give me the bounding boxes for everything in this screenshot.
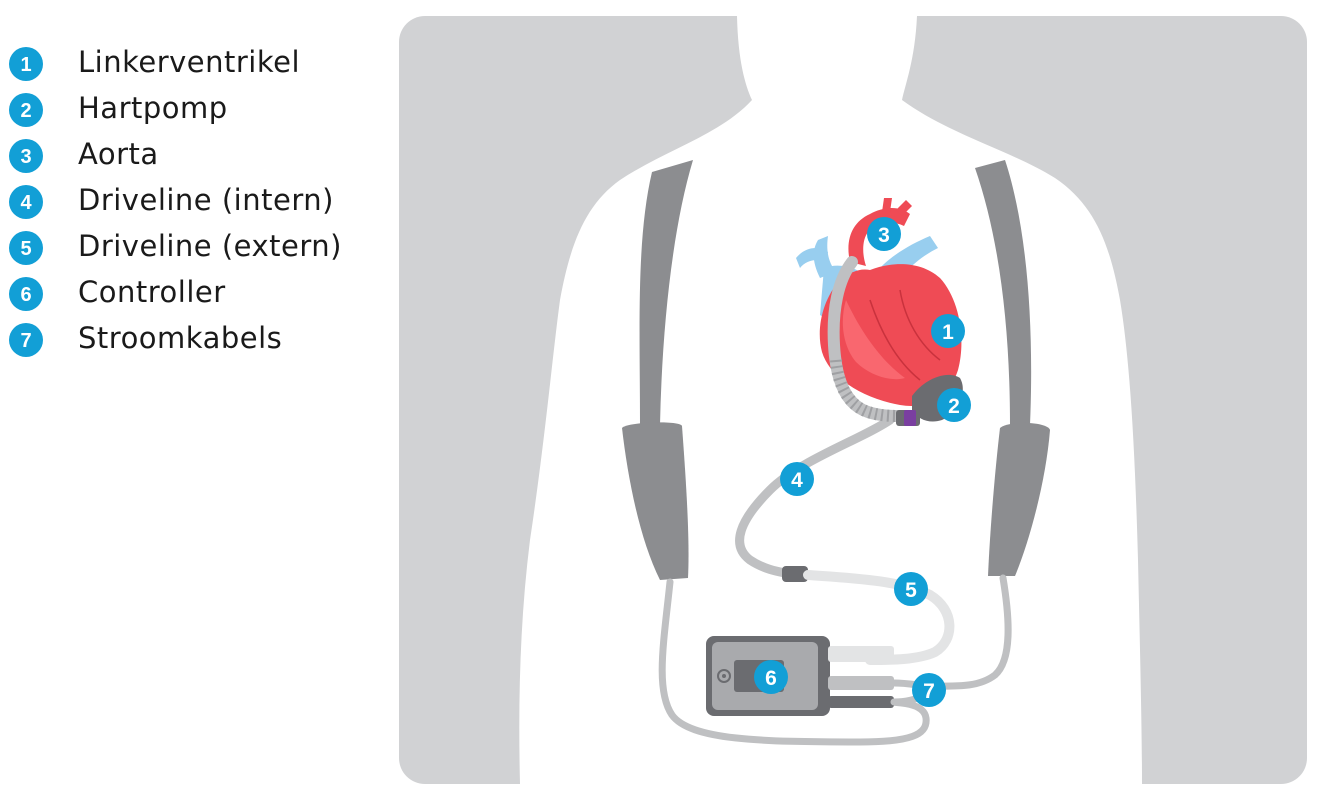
svg-text:7: 7 bbox=[20, 330, 31, 352]
callout-1: 1 bbox=[931, 314, 965, 348]
callout-4: 4 bbox=[780, 462, 814, 496]
callout-3: 3 bbox=[867, 217, 901, 251]
left-harness-strap bbox=[639, 160, 693, 425]
callout-6: 6 bbox=[754, 660, 788, 694]
callout-7: 7 bbox=[912, 673, 946, 707]
right-strap-pad bbox=[988, 422, 1050, 576]
svg-text:1: 1 bbox=[20, 54, 31, 76]
number-badge-icon: 2 bbox=[9, 93, 43, 127]
svg-text:4: 4 bbox=[791, 469, 803, 492]
right-strap-lower bbox=[926, 574, 1012, 690]
svg-text:1: 1 bbox=[942, 321, 954, 344]
svg-text:2: 2 bbox=[948, 395, 960, 418]
number-badge-icon: 1 bbox=[9, 47, 43, 81]
svg-text:3: 3 bbox=[20, 146, 31, 168]
driveline-connector bbox=[782, 566, 808, 582]
svg-text:6: 6 bbox=[20, 284, 31, 306]
controller bbox=[706, 636, 894, 716]
number-badge-icon: 5 bbox=[9, 231, 43, 265]
legend-label: Aorta bbox=[78, 137, 159, 171]
callout-2: 2 bbox=[937, 388, 971, 422]
svg-text:5: 5 bbox=[20, 238, 31, 260]
driveline-extern bbox=[803, 570, 955, 665]
right-harness-strap bbox=[975, 160, 1032, 425]
legend-label: Hartpomp bbox=[78, 91, 228, 125]
legend-label: Linkerventrikel bbox=[78, 45, 301, 79]
svg-text:4: 4 bbox=[20, 192, 32, 214]
legend-label: Stroomkabels bbox=[78, 321, 283, 355]
svg-text:6: 6 bbox=[765, 667, 777, 690]
number-badge-icon: 3 bbox=[9, 139, 43, 173]
svg-text:3: 3 bbox=[878, 224, 890, 247]
legend-label: Controller bbox=[78, 275, 226, 309]
driveline-intern bbox=[735, 415, 895, 579]
number-badge-icon: 4 bbox=[9, 185, 43, 219]
number-badge-icon: 6 bbox=[9, 277, 43, 311]
svg-text:2: 2 bbox=[20, 100, 31, 122]
svg-text:7: 7 bbox=[923, 680, 935, 703]
left-strap-pad bbox=[622, 422, 689, 580]
svg-text:5: 5 bbox=[905, 579, 917, 602]
legend-label: Driveline (intern) bbox=[78, 183, 334, 217]
legend-label: Driveline (extern) bbox=[78, 229, 342, 263]
number-badge-icon: 7 bbox=[9, 323, 43, 357]
callout-5: 5 bbox=[894, 572, 928, 606]
left-strap-lower bbox=[658, 578, 930, 746]
outflow-graft-ribs bbox=[830, 359, 901, 422]
